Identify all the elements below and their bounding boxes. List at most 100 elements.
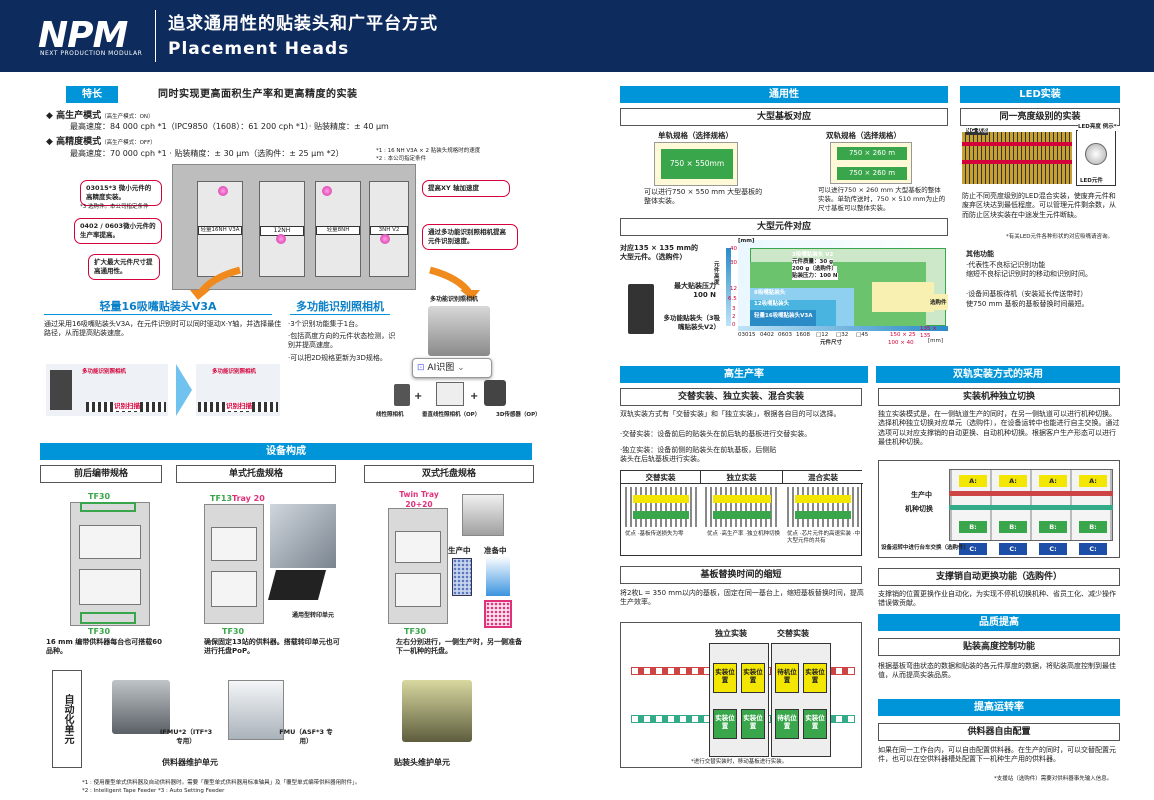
config-bar: 设备构成 <box>40 443 532 460</box>
pin-change-title: 支撑销自动更换功能（选购件） <box>878 568 1120 586</box>
led-text: 防止不同亮度级别的LED混合实装，使废弃元件和废弃区块达到最低程度。可以管理元件… <box>962 192 1116 219</box>
feeder-free-text: 如果在同一工作台内，可以自由配置供料器。在生产的同时，可以交替配置元件，也可以在… <box>878 746 1116 764</box>
x-axis-label: 元件尺寸 <box>820 340 843 346</box>
generality-bar: 通用性 <box>620 86 948 103</box>
npm-logo: NPM <box>38 15 128 56</box>
y-tick: 12 <box>730 286 737 292</box>
area-16nh <box>750 310 816 326</box>
led-title: 同一亮度级别的实装 <box>960 108 1120 126</box>
chart-label-3nh: 3吸嘴贴装头 V2 <box>792 252 834 258</box>
multi-camera-item-3: ·可以把2D规格更新为3D规格。 <box>288 354 387 362</box>
logo-subtitle: NEXT PRODUCTION MODULAR <box>40 50 143 57</box>
automation-label: 自动化单元 <box>52 670 82 768</box>
alt-item-2: ·独立实装：设备前侧的贴装头在前轨基板，后侧贴装头在后轨基板进行实装。 <box>620 446 777 464</box>
modes-diagram: 交替实装 独立实装 混合实装 优点 ·基板传送损失为零 优点 ·高生产率 ·独立… <box>620 470 863 556</box>
light-16nh-title: 轻量16吸嘴贴装头V3A <box>44 300 272 316</box>
x-tick: 135 × 135 <box>920 326 937 340</box>
head-12nh: 12NH <box>259 181 305 277</box>
col3-title: 双式托盘规格 <box>364 465 534 483</box>
x-tick: 03015 <box>738 332 756 338</box>
camera-image <box>428 306 490 356</box>
x-tick: 150 × 25 <box>890 332 916 338</box>
orange-arrows <box>190 266 480 300</box>
x-tick: 0402 <box>760 332 774 338</box>
area-option <box>872 282 934 312</box>
transfer-unit-photo <box>267 570 327 600</box>
productivity-bar: 高生产率 <box>620 366 868 383</box>
tray-photo <box>270 504 336 568</box>
machine-heads-illustration: 轻量16NH V3A 12NH 轻量8NH 3NH V2 <box>172 164 416 290</box>
chevron-down-icon: ⌄ <box>457 363 465 373</box>
3d-sensor-icon <box>484 380 506 406</box>
dual-tray-machine <box>388 508 448 624</box>
chart-label-12nh: 12吸嘴贴装头 <box>754 301 790 307</box>
config-footnote-2: *2 : Intelligent Tape Feeder *3 : Auto S… <box>82 788 225 794</box>
quality-bar: 品质提高 <box>878 614 1120 631</box>
page-title-en: Placement Heads <box>168 39 350 59</box>
callout-03015: 03015*3 微小元件的高精度实装。 <box>80 180 162 206</box>
highlight-dot <box>218 186 228 196</box>
shorten-note: *进行交替实装时，移动基板进行实装。 <box>691 759 788 765</box>
col1-text: 16 mm 编带供料器每台也可搭载60 品种。 <box>46 638 162 656</box>
axis-unit: [mm] <box>738 238 755 244</box>
x-tick: □45 <box>856 332 869 338</box>
led-component-label: LED元件 <box>1080 178 1103 184</box>
led-brightness-label: LED亮度 例示* <box>1078 124 1117 132</box>
single-lane-board: 750 × 550mm <box>661 149 733 179</box>
scan-image-2: 多功能识别照相机 识别扫描 <box>196 364 280 416</box>
large-component-title: 大型元件对应 <box>620 218 948 236</box>
wait-box: 待机位置 <box>775 663 799 693</box>
component-size-chart: [mm] 3吸嘴贴装头 V2 元件质量：30 g 200 g（选购件） 贴装压力… <box>714 238 948 350</box>
pos-box: 实装位置 <box>713 663 737 693</box>
head-maint-photo <box>402 680 472 742</box>
highlight-dot <box>322 186 332 196</box>
alternate-label: 交替实装 <box>777 629 809 638</box>
mode2-spec: 最高速度：70 000 cph *1 · 贴装精度：± 30 µm（选购件：± … <box>70 149 344 158</box>
mode1-spec: 最高速度：84 000 cph *1（IPC9850（1608）：61 200 … <box>70 122 389 131</box>
switch-diagram-note: 设备运转中进行台车交换（选购件） <box>881 545 970 551</box>
plus-sign: + <box>470 391 479 402</box>
dual-lane-board-1: 750 × 260 m <box>837 147 907 160</box>
cam2-label: 垂直线性照相机（OP） <box>422 412 481 418</box>
alt-text: 双轨实装方式有「交替实装」和「独立实装」，根据各自目的可以选择。 <box>620 410 841 418</box>
single-lane-text: 可以进行750 × 550 mm 大型基板的整体实装。 <box>644 188 763 206</box>
tray-ready-arrow <box>486 556 510 596</box>
switch-diagram: 生产中 机种切换 A: A: A: A: B: B: B: B: C: C: C… <box>878 460 1120 558</box>
callout-xy-accel: 提高XY 轴加速度 <box>422 180 510 197</box>
large-board-title: 大型基板对应 <box>620 108 948 126</box>
dual-lane-title: 双轨规格（选择规格） <box>826 131 901 140</box>
axis-unit-x: [mm] <box>928 338 944 344</box>
ai-recognize-button[interactable]: ⊡ AI识图 ⌄ <box>412 358 492 378</box>
chart-label-8nh: 8吸嘴贴装头 <box>754 290 786 296</box>
multi-head-photo <box>628 284 654 334</box>
light-16nh-text: 通过采用16吸嘴贴装头V3A，在元件识别时可以同时驱动X·Y轴，并选择最佳路径，… <box>44 320 282 338</box>
feeder-maint-label: 供料器维护单元 <box>162 758 218 767</box>
area-option-2 <box>934 294 948 310</box>
y-tick: 3 <box>732 306 736 312</box>
col1-advantage: 优点 ·基板传送损失为零 <box>625 531 684 537</box>
producing-label: 生产中 <box>911 491 932 499</box>
x-tick: 1608 <box>796 332 810 338</box>
cam1-label: 线性照相机 <box>376 412 404 418</box>
feeder-free-title: 供料器自由配置 <box>878 723 1120 741</box>
header-bar: NPM NEXT PRODUCTION MODULAR 追求通用性的贴装头和广平… <box>0 0 1154 72</box>
front-rear-tape-machine <box>70 502 150 626</box>
spec-footnote-a: *1 : 16 NH V3A × 2 贴装头规格时的速度 <box>376 148 481 154</box>
plus-sign: + <box>414 391 423 402</box>
head-8nh: 轻量8NH <box>315 181 361 277</box>
header-divider <box>155 10 156 62</box>
multi-head-label: 多功能贴装头（3吸嘴贴装头V2） <box>663 314 720 331</box>
cam3-label: 3D传感器（OP） <box>496 412 541 418</box>
y-tick: 2 <box>732 314 736 320</box>
uptime-bar: 提高运转率 <box>878 699 1120 716</box>
config-footnote-1: *1 : 使用覆型单式供料器及自动供料器时。需要「覆型单式供料器用标准轴具」及「… <box>82 780 361 786</box>
fmu-label: FMU（ASF*3 专用） <box>279 728 333 745</box>
tf30-label-col2: TF30 <box>222 627 245 636</box>
large-component-text: 对应135 × 135 mm的大型元件。（选购件） <box>620 244 698 262</box>
twin-tray-label: Twin Tray 20+20 <box>399 490 439 510</box>
max-press-label: 最大贴装压力 100 N <box>674 282 716 300</box>
tray-producing <box>452 558 472 596</box>
led-ng-label: NG 状态 <box>966 128 989 136</box>
tf30-label-col3: TF30 <box>404 627 427 636</box>
tf30-label-top: TF30 <box>88 492 111 501</box>
